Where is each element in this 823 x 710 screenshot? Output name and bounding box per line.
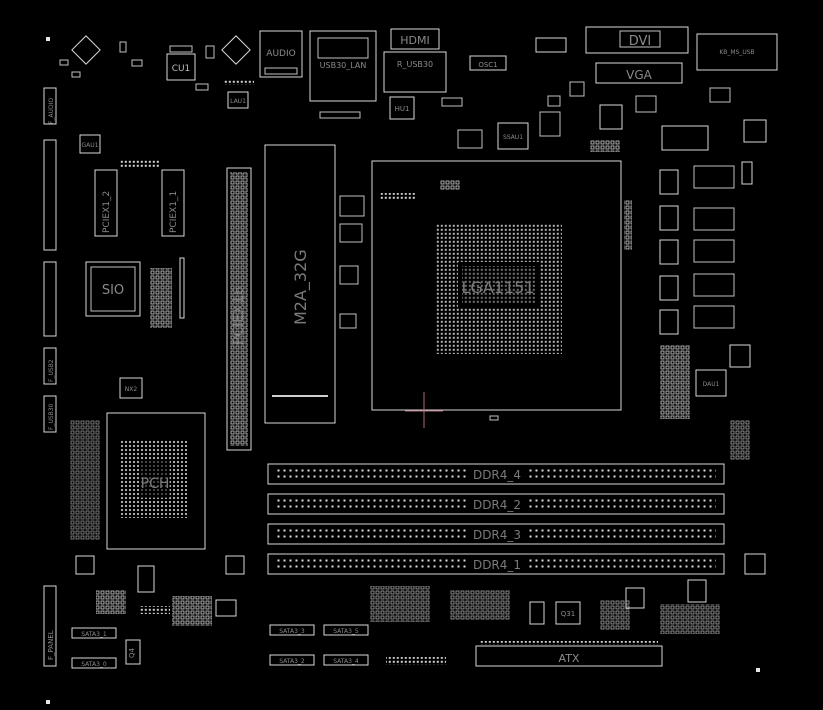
- small-ics: LAU1 HU1 SSAU1 GAU1 DAU1: [79, 91, 767, 397]
- usb30-lan-label: USB30_LAN: [320, 61, 367, 70]
- passive-components: [59, 41, 750, 634]
- chip-diamond-mid: [221, 35, 251, 65]
- hdmi-connector: HDMI R_USB30: [383, 28, 447, 93]
- pcie-x16-label: PCIEX16: [231, 286, 247, 345]
- cpu-socket-label: LGA1151: [462, 278, 535, 297]
- sio-chip: SIO: [85, 257, 185, 328]
- f-usb30-label: F_USB30: [48, 403, 55, 430]
- dvi-label: DVI: [629, 34, 652, 49]
- cpu-socket: LGA1151: [371, 160, 622, 428]
- pch-label: PCH: [141, 476, 170, 492]
- nx2-component: NX2: [119, 377, 143, 399]
- dau1-label: DAU1: [703, 381, 720, 388]
- audio-connector: AUDIO: [259, 30, 303, 78]
- f-usb2-label: F_USB2: [48, 359, 55, 382]
- ddr4-slot-1: DDR4_1: [267, 553, 725, 575]
- q4-label: Q4: [128, 647, 136, 658]
- osc1-label: OSC1: [478, 61, 497, 69]
- osc1-component: OSC1: [469, 55, 507, 71]
- kb-ms-usb-label: KB_MS_USB: [719, 49, 754, 56]
- sata-5-label: SATA3_5: [333, 628, 359, 635]
- dvi-connector: DVI: [585, 26, 689, 54]
- vga-label: VGA: [626, 68, 653, 82]
- m2-label: M2A_32G: [291, 249, 311, 325]
- kb-ms-usb-connector: KB_MS_USB: [696, 33, 778, 71]
- hdmi-label: HDMI: [400, 34, 429, 47]
- sata-3-label: SATA3_3: [279, 628, 305, 635]
- pcie-x1-slot-2: PCIEX1_2: [94, 160, 159, 237]
- chip-diamond-left: [71, 35, 101, 65]
- lau1-label: LAU1: [230, 98, 246, 105]
- io-connectors: CU1 AUDIO USB30_LAN HDMI R_USB30 OSC1: [46, 26, 778, 704]
- sio-label: SIO: [102, 283, 124, 298]
- ddr4-slot-4: DDR4_4: [267, 463, 725, 485]
- m2-slot: M2A_32G: [264, 144, 336, 424]
- ssau1-label: SSAU1: [503, 134, 523, 141]
- audio-label: AUDIO: [266, 49, 295, 59]
- atx-label: ATX: [559, 652, 580, 665]
- sata-4-label: SATA3_4: [333, 658, 359, 665]
- sata-1-label: SATA3_1: [81, 631, 107, 638]
- small-header-top: [535, 37, 567, 53]
- f-audio-label: F_AUDIO: [48, 98, 55, 124]
- ddr4-slot-3: DDR4_3: [267, 523, 725, 545]
- f-panel-label: F_PANEL: [47, 630, 55, 660]
- pcie-x1-2-label: PCIEX1_2: [102, 191, 112, 233]
- pcie-x16-slot: PCIEX16: [226, 167, 252, 451]
- nx2-label: NX2: [125, 386, 138, 393]
- cu1-chip: CU1: [166, 45, 196, 81]
- r-usb30-label: R_USB30: [397, 60, 433, 69]
- pch-chip: PCH: [70, 412, 206, 550]
- sata-2-label: SATA3_2: [279, 658, 305, 665]
- ddr4-3-label: DDR4_3: [473, 528, 521, 542]
- cu1-label: CU1: [172, 64, 191, 74]
- gau1-label: GAU1: [82, 142, 99, 149]
- vrm-area: [659, 161, 753, 419]
- hu1-label: HU1: [395, 105, 410, 113]
- bottom-area: ATX Q31 Q4 SATA3_1 SATA3_0 SATA3_3 SATA3…: [71, 553, 766, 669]
- ddr4-slot-2: DDR4_2: [267, 493, 725, 515]
- usb30-lan-connector: USB30_LAN: [309, 30, 377, 102]
- ddr4-1-label: DDR4_1: [473, 558, 521, 572]
- sata-0-label: SATA3_0: [81, 661, 107, 668]
- left-edge-headers: F_PANEL F_AUDIO F_USB2 F_USB30: [43, 87, 57, 667]
- ddr4-2-label: DDR4_2: [473, 498, 521, 512]
- q31-label: Q31: [561, 610, 575, 618]
- vga-connector: VGA: [595, 62, 683, 84]
- pcie-x1-slot-1: PCIEX1_1: [161, 169, 185, 237]
- ddr4-4-label: DDR4_4: [473, 468, 521, 482]
- pcie-x1-1-label: PCIEX1_1: [169, 191, 179, 233]
